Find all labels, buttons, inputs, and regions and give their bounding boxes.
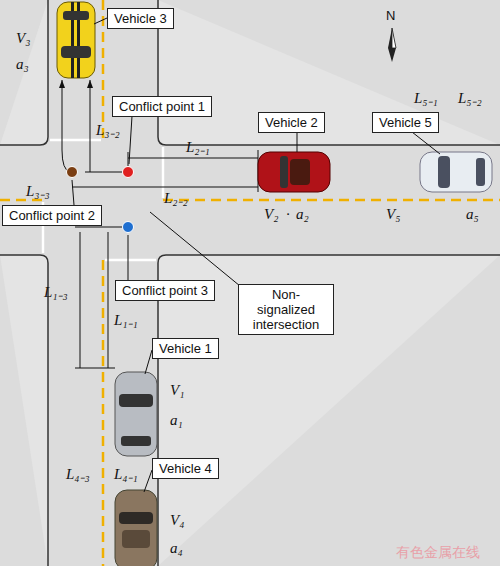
arrow-head (59, 80, 93, 88)
callout-text: Vehicle 3 (114, 11, 167, 26)
symbol-label: · (286, 206, 290, 222)
callout-box: Conflict point 2 (2, 205, 102, 226)
callout-box: Vehicle 4 (152, 458, 219, 479)
callout-box: Vehicle 1 (152, 338, 219, 359)
conflict-point-dot (67, 167, 78, 178)
symbol-label: L₁₋₃ (44, 284, 68, 300)
callout-text: Conflict point 2 (9, 208, 95, 223)
car-vehicle-3 (57, 2, 95, 78)
callout-box: Conflict point 1 (112, 96, 212, 117)
callout-box: Vehicle 5 (372, 112, 439, 133)
symbol-label: L₅₋₂ (458, 90, 482, 106)
symbol-label: L₄₋₁ (114, 466, 138, 482)
callout-text: Vehicle 2 (265, 115, 318, 130)
symbol-label: L₂₋₂ (164, 190, 188, 206)
watermark: 有色金属在线 (396, 544, 480, 560)
callout-text: Conflict point 1 (119, 99, 205, 114)
callout-text: Vehicle 1 (159, 341, 212, 356)
leader-line (72, 18, 440, 492)
symbol-label: V₁ (170, 382, 184, 398)
callout-box: Vehicle 3 (107, 8, 174, 29)
conflict-point-dot (123, 222, 134, 233)
symbol-label: V₅ (386, 206, 400, 222)
symbol-label: a₃ (16, 56, 29, 72)
symbol-label: L₃₋₃ (26, 183, 50, 199)
north-arrow (388, 28, 396, 62)
symbol-label: L₁₋₁ (114, 312, 138, 328)
callout-text: Conflict point 3 (122, 283, 208, 298)
callout-text: Non-signalized intersection (245, 287, 327, 332)
symbol-label: L₄₋₃ (66, 466, 90, 482)
symbol-label: a₂ (296, 206, 309, 222)
car-vehicle-4 (115, 490, 157, 566)
car-vehicle-5 (420, 152, 492, 192)
symbol-label: L₅₋₁ (414, 90, 438, 106)
symbol-label: V₃ (16, 30, 30, 46)
symbol-label: N (386, 8, 395, 24)
car-vehicle-2 (258, 152, 330, 192)
symbol-label: V₂ (264, 206, 278, 222)
symbol-label: a₅ (466, 206, 479, 222)
symbol-label: a₄ (170, 540, 183, 556)
car-vehicle-1 (115, 372, 157, 456)
symbol-label: V₄ (170, 512, 184, 528)
conflict-point-dot (123, 167, 134, 178)
callout-box: Conflict point 3 (115, 280, 215, 301)
symbol-label: a₁ (170, 412, 183, 428)
callout-text: Vehicle 5 (379, 115, 432, 130)
callout-box: Vehicle 2 (258, 112, 325, 133)
symbol-label: L₃₋₂ (96, 122, 120, 138)
callout-box: Non-signalized intersection (238, 284, 334, 335)
callout-text: Vehicle 4 (159, 461, 212, 476)
symbol-label: L₂₋₁ (186, 139, 210, 155)
